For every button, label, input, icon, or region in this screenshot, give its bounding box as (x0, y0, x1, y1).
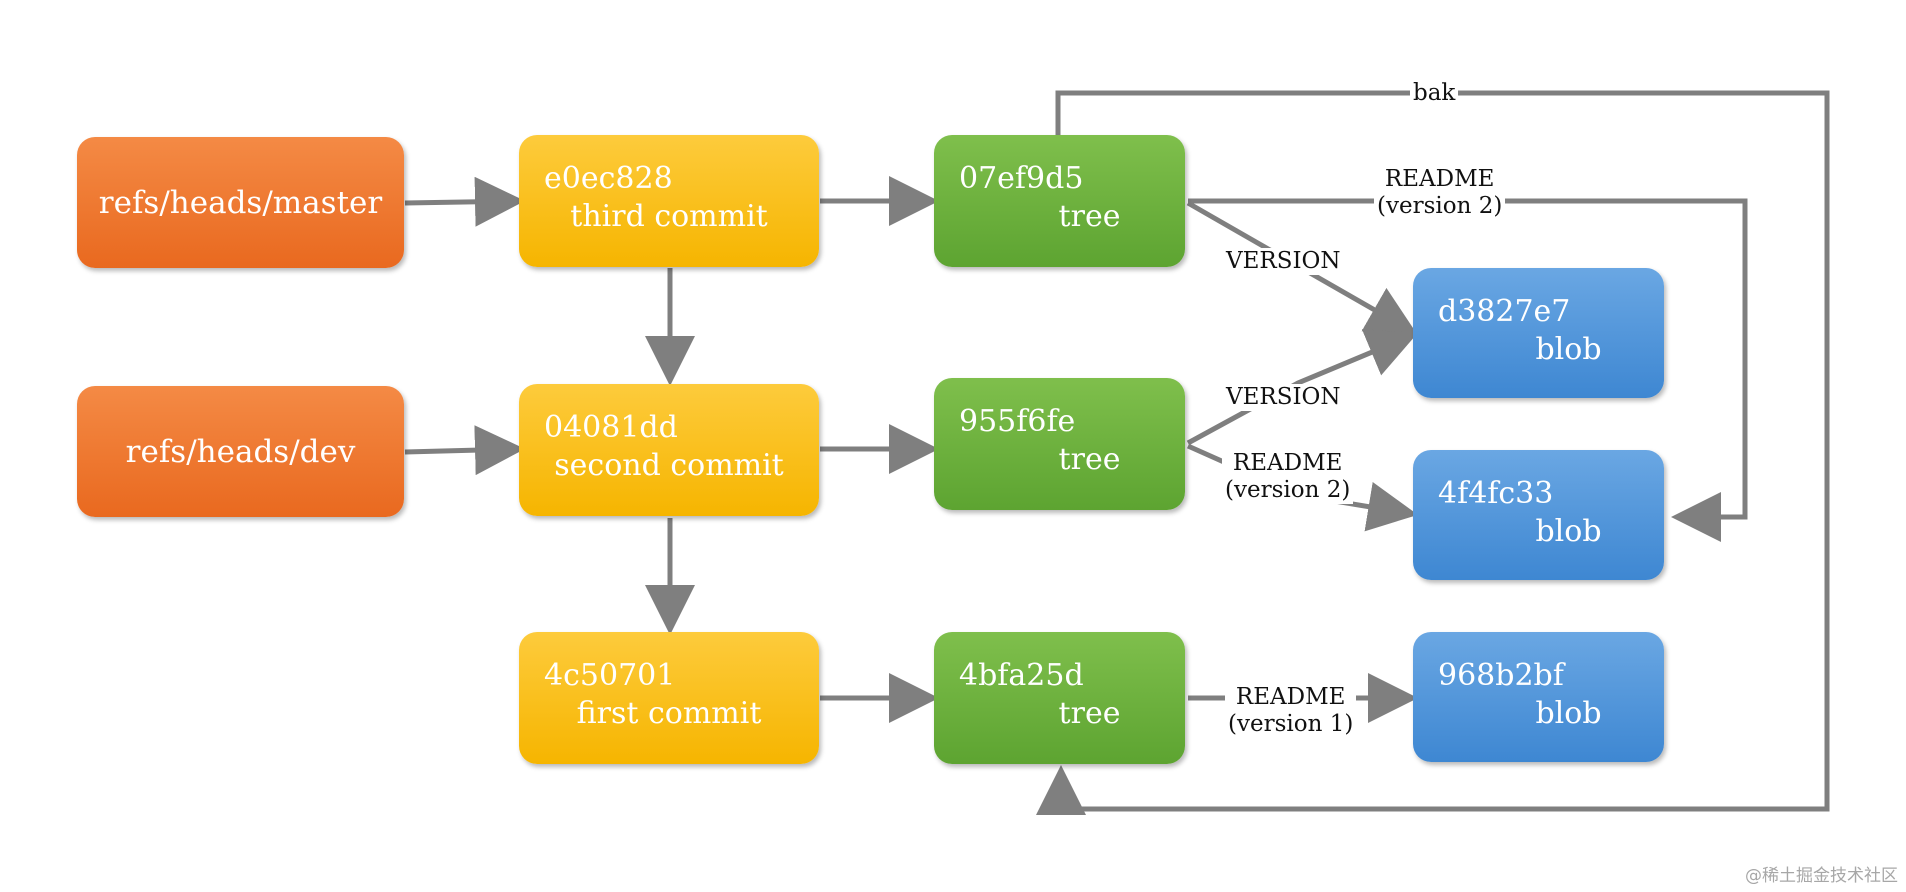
tree-4bfa25d-label: tree (1058, 696, 1121, 731)
commit-third-hash: e0ec828 (544, 161, 673, 196)
commit-second: 04081dd second commit (519, 384, 819, 516)
ref-dev: refs/heads/dev (77, 386, 404, 517)
tree-4bfa25d: 4bfa25d tree (934, 632, 1185, 764)
ref-master-label: refs/heads/master (98, 184, 383, 221)
edge-dev-to-second-commit (404, 425, 525, 476)
tree-955f6fe-label: tree (1058, 442, 1121, 477)
blob-968b2bf-hash: 968b2bf (1438, 658, 1564, 693)
edge-label-tree1-readme: README (version 2) (1374, 166, 1506, 220)
blob-4f4fc33-label: blob (1535, 514, 1602, 549)
edge-label-tree1-readme-name: README (1384, 166, 1495, 192)
edge-label-tree3-readme-version: (version 1) (1228, 711, 1354, 737)
tree-955f6fe: 955f6fe tree (934, 378, 1185, 510)
blob-968b2bf-label: blob (1535, 696, 1602, 731)
tree-4bfa25d-hash: 4bfa25d (959, 658, 1084, 693)
edge-label-tree1-version-text: VERSION (1226, 248, 1341, 274)
tree-07ef9d5-hash: 07ef9d5 (959, 161, 1084, 196)
commit-second-hash: 04081dd (544, 410, 678, 445)
tree-07ef9d5-label: tree (1058, 199, 1121, 234)
edge-label-tree2-readme-name: README (1232, 450, 1343, 476)
edge-label-tree2-version: VERSION (1223, 384, 1344, 411)
edge-label-tree2-version-text: VERSION (1226, 384, 1341, 410)
commit-third-label: third commit (570, 199, 768, 234)
blob-d3827e7: d3827e7 blob (1413, 268, 1664, 398)
edge-label-bak: bak (1410, 80, 1459, 107)
edge-label-tree2-readme-version: (version 2) (1225, 477, 1351, 503)
commit-first-label: first commit (576, 696, 762, 731)
edge-label-tree2-readme: README (version 2) (1222, 450, 1354, 504)
edge-master-to-third-commit (404, 176, 525, 227)
ref-master: refs/heads/master (77, 137, 404, 268)
edge-label-bak-text: bak (1413, 80, 1456, 106)
commit-first: 4c50701 first commit (519, 632, 819, 764)
commit-first-hash: 4c50701 (544, 658, 676, 693)
edge-label-tree3-readme-name: README (1235, 684, 1346, 710)
tree-07ef9d5: 07ef9d5 tree (934, 135, 1185, 267)
blob-d3827e7-hash: d3827e7 (1438, 294, 1571, 329)
commit-second-label: second commit (554, 448, 784, 483)
blob-4f4fc33: 4f4fc33 blob (1413, 450, 1664, 580)
watermark: @稀土掘金技术社区 (1745, 866, 1898, 886)
edge-label-tree3-readme: README (version 1) (1225, 684, 1357, 738)
edge-tree2-version (1186, 329, 1418, 446)
blob-968b2bf: 968b2bf blob (1413, 632, 1664, 762)
blob-4f4fc33-hash: 4f4fc33 (1438, 476, 1554, 511)
ref-dev-label: refs/heads/dev (125, 433, 356, 470)
tree-955f6fe-hash: 955f6fe (959, 404, 1076, 439)
commit-third: e0ec828 third commit (519, 135, 819, 267)
edge-tree1-bak (1036, 90, 1830, 815)
edge-label-tree1-readme-version: (version 2) (1377, 193, 1503, 219)
edge-label-tree1-version: VERSION (1223, 248, 1344, 275)
blob-d3827e7-label: blob (1535, 332, 1602, 367)
